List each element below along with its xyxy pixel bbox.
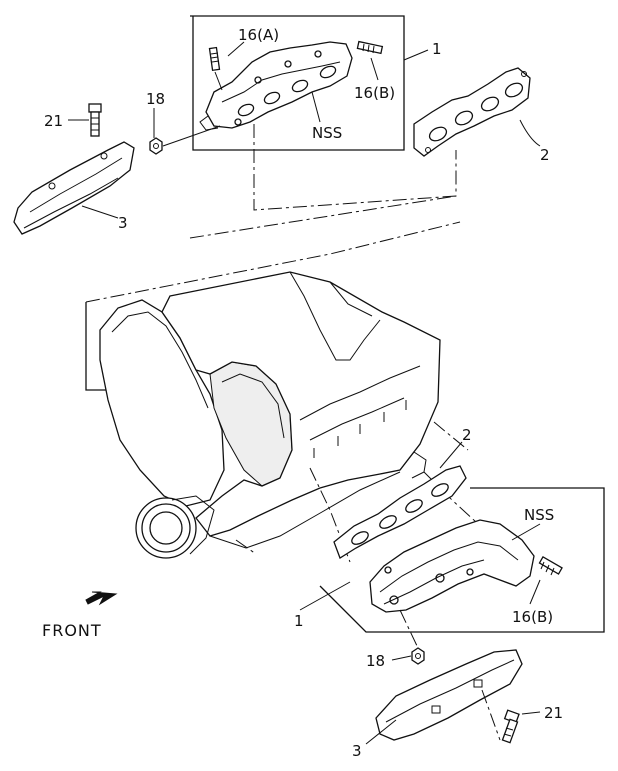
stud-16b-bottom [538,556,563,576]
label-nss-top: NSS [312,124,342,142]
nut-18-top [149,137,163,155]
top-exhaust-manifold [199,41,353,131]
label-2-bottom: 2 [462,426,472,444]
nut-18-bottom [411,647,425,665]
bolt-21-bottom [501,709,520,744]
bottom-assembly-frame [319,487,605,633]
label-2-top: 2 [540,146,550,164]
heat-shield-top [13,141,135,235]
label-16b-bottom: 16(B) [512,608,553,626]
label-16b-top: 16(B) [354,84,395,102]
bolt-21-top [88,103,102,137]
bottom-manifold-group [299,441,605,745]
label-18-top: 18 [146,90,165,108]
label-1-top: 1 [432,40,442,58]
top-assembly-frame [190,15,405,151]
arrow-down-left-icon [85,591,118,606]
top-gasket [413,67,531,157]
label-3-bottom: 3 [352,742,362,760]
label-3-top: 3 [118,214,128,232]
top-manifold-group [13,15,541,239]
bottom-exhaust-manifold [369,519,535,613]
heat-shield-bottom [375,649,523,741]
label-16a-top: 16(A) [238,26,279,44]
bottom-gasket [333,465,467,559]
stud-16b-top [356,40,384,81]
label-21-top: 21 [44,112,63,130]
label-nss-bottom: NSS [524,506,554,524]
front-indicator: FRONT [42,591,118,640]
label-1-bottom: 1 [294,612,304,630]
front-label: FRONT [42,621,102,640]
label-21-bottom: 21 [544,704,563,722]
label-18-bottom: 18 [366,652,385,670]
stud-16a-top [208,46,223,91]
engine-block [85,221,461,559]
